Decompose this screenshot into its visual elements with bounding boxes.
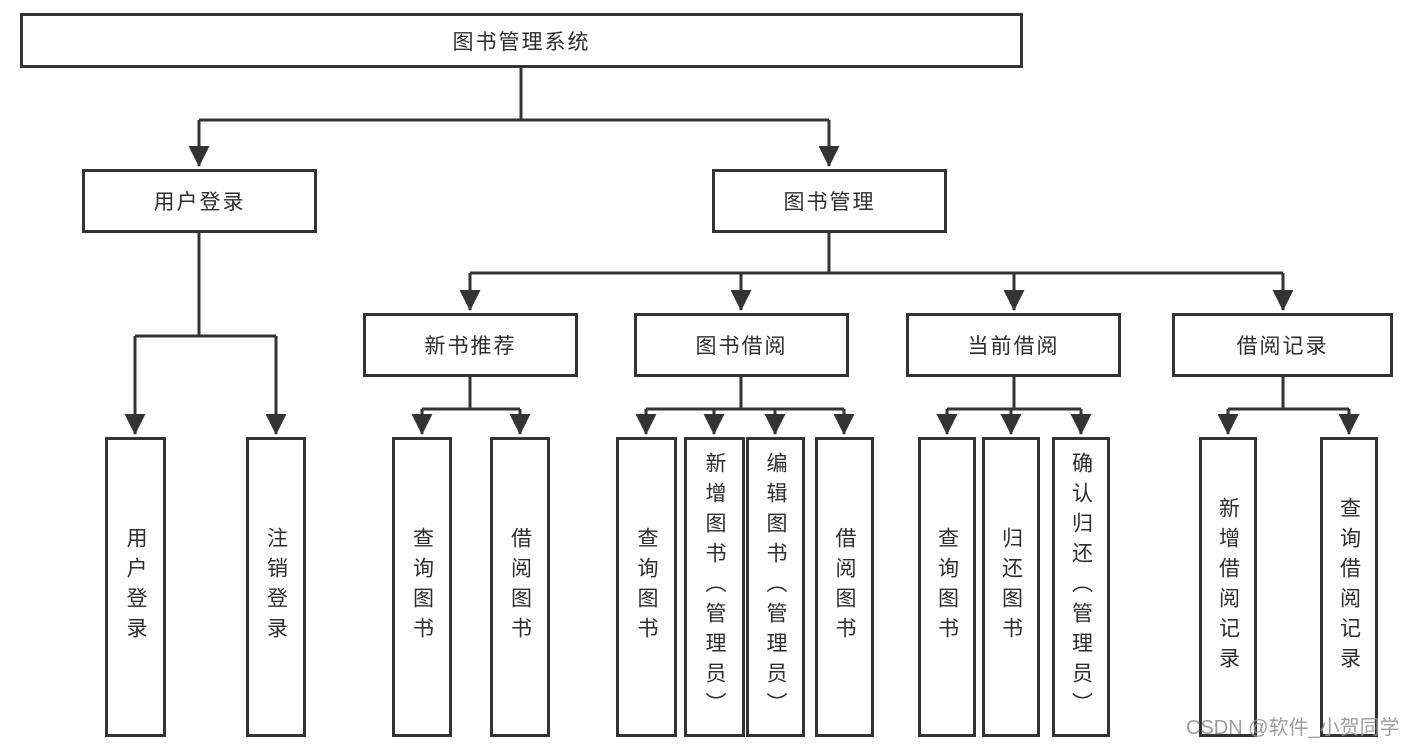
leaf-confirm-return-admin: 确认归还（管理员） — [1052, 437, 1110, 737]
leaf-query-borrow-record: 查询借阅记录 — [1320, 437, 1378, 737]
leaf-edit-book-admin-label: 编辑图书（管理员） — [764, 452, 787, 722]
leaf-borrow-books-recommend: 借阅图书 — [490, 437, 550, 737]
node-current-borrow: 当前借阅 — [906, 313, 1121, 377]
node-borrow-records-label: 借阅记录 — [1236, 335, 1329, 358]
node-user-login: 用户登录 — [82, 169, 317, 233]
leaf-user-login-label: 用户登录 — [124, 527, 147, 647]
leaf-confirm-return-admin-label: 确认归还（管理员） — [1069, 452, 1093, 722]
leaf-query-books-borrow: 查询图书 — [616, 437, 677, 737]
leaf-borrow-books-label: 借阅图书 — [833, 527, 856, 647]
node-borrow-records: 借阅记录 — [1172, 313, 1393, 377]
leaf-logout-label: 注销登录 — [264, 527, 288, 647]
leaf-return-book: 归还图书 — [982, 437, 1040, 737]
leaf-logout: 注销登录 — [246, 437, 306, 737]
leaf-borrow-books-recommend-label: 借阅图书 — [508, 527, 532, 647]
leaf-query-borrow-record-label: 查询借阅记录 — [1337, 497, 1361, 677]
leaf-query-books-borrow-label: 查询图书 — [635, 527, 658, 647]
leaf-query-books-recommend: 查询图书 — [392, 437, 452, 737]
node-user-login-label: 用户登录 — [153, 191, 246, 214]
leaf-user-login: 用户登录 — [105, 437, 166, 737]
node-current-borrow-label: 当前借阅 — [967, 335, 1060, 358]
node-book-borrow: 图书借阅 — [634, 313, 849, 377]
node-new-book-recommend: 新书推荐 — [363, 313, 578, 377]
node-book-borrow-label: 图书借阅 — [695, 335, 788, 358]
leaf-edit-book-admin: 编辑图书（管理员） — [746, 437, 805, 737]
leaf-add-borrow-record: 新增借阅记录 — [1199, 437, 1257, 737]
node-root: 图书管理系统 — [20, 13, 1023, 68]
leaf-add-book-admin-label: 新增图书（管理员） — [703, 452, 726, 722]
leaf-query-books-current-label: 查询图书 — [935, 527, 959, 647]
leaf-add-borrow-record-label: 新增借阅记录 — [1216, 497, 1240, 677]
watermark: CSDN @软件_小贺同学 — [1186, 717, 1400, 739]
leaf-add-book-admin: 新增图书（管理员） — [684, 437, 745, 737]
node-new-book-recommend-label: 新书推荐 — [424, 335, 517, 358]
leaf-return-book-label: 归还图书 — [999, 527, 1023, 647]
node-book-management: 图书管理 — [712, 169, 947, 233]
leaf-query-books-current: 查询图书 — [918, 437, 976, 737]
node-book-management-label: 图书管理 — [783, 191, 876, 214]
leaf-query-books-recommend-label: 查询图书 — [410, 527, 434, 647]
leaf-borrow-books: 借阅图书 — [815, 437, 874, 737]
node-root-label: 图书管理系统 — [452, 30, 591, 54]
